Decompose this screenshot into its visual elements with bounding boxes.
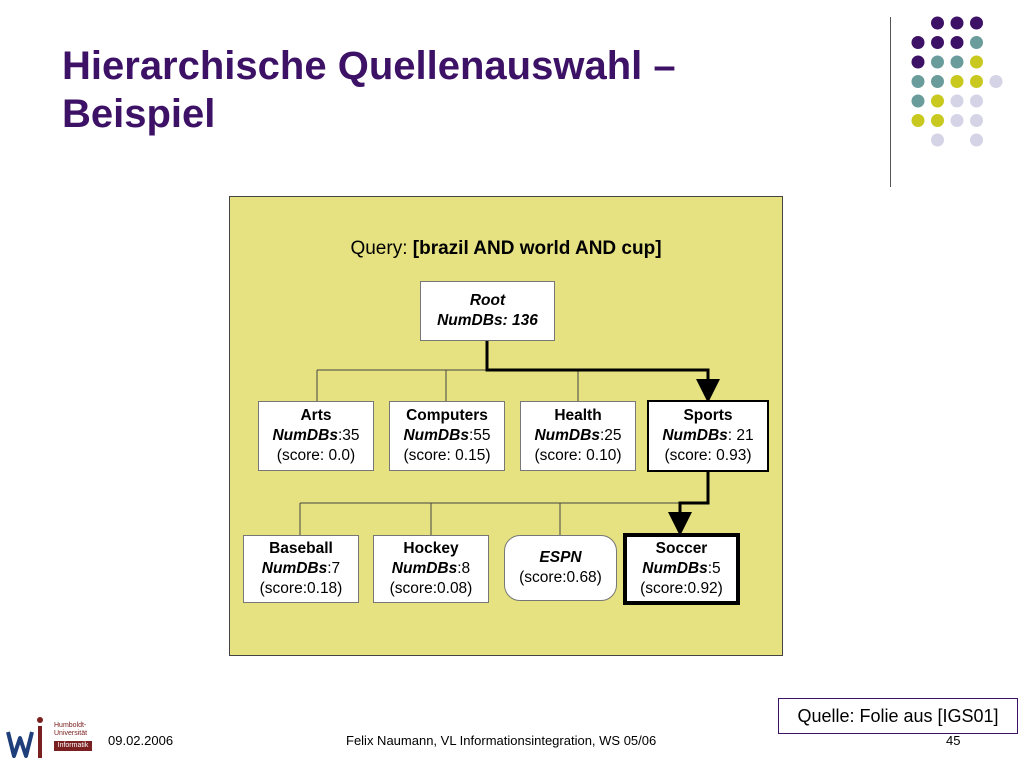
footer-page-number: 45: [946, 733, 961, 748]
node-computers: Computers NumDBs:55 (score: 0.15): [389, 401, 505, 471]
decorative-dot: [911, 36, 925, 49]
node-espn-name: ESPN: [539, 549, 582, 566]
node-sports-score: (score: 0.93): [664, 447, 752, 464]
node-baseball-name: Baseball: [269, 540, 333, 557]
decorative-dot: [911, 75, 925, 88]
node-hockey: Hockey NumDBs:8 (score:0.08): [373, 535, 489, 603]
decorative-dot: [970, 94, 983, 108]
node-hockey-name: Hockey: [403, 540, 459, 557]
node-espn: ESPN (score:0.68): [504, 535, 617, 601]
decorative-dot: [950, 36, 964, 49]
decorative-dot: [970, 16, 983, 30]
decorative-dot: [989, 75, 1003, 88]
logo-line2: Universität: [54, 730, 88, 737]
node-arts: Arts NumDBs:35 (score: 0.0): [258, 401, 374, 471]
logo-line1: Humboldt-: [54, 722, 87, 729]
decorative-dot: [911, 94, 925, 108]
node-baseball-numdbs-label: NumDBs: [261, 560, 328, 577]
node-baseball: Baseball NumDBs:7 (score:0.18): [243, 535, 359, 603]
decorative-dot: [931, 94, 944, 108]
node-computers-score: (score: 0.15): [403, 447, 491, 464]
node-sports: Sports NumDBs: 21 (score: 0.93): [647, 400, 769, 472]
node-health-name: Health: [554, 407, 602, 424]
node-root-name: Root: [469, 292, 506, 309]
node-computers-numdbs-label: NumDBs: [403, 427, 469, 444]
node-baseball-score: (score:0.18): [259, 580, 343, 597]
slide-title-line2: Beispiel: [62, 92, 216, 136]
slide-title: Hierarchische Quellenauswahl – Beispiel: [62, 42, 676, 138]
node-arts-name: Arts: [300, 407, 332, 424]
decorative-dot: [970, 36, 983, 49]
query-label: Query:: [350, 238, 413, 259]
decorative-dot: [931, 16, 944, 30]
node-health-numdbs-label: NumDBs: [534, 427, 600, 444]
node-hockey-numdbs-label: NumDBs: [391, 560, 458, 577]
university-logo-icon: [6, 717, 43, 758]
node-hockey-score: (score:0.08): [389, 580, 473, 597]
decorative-dot: [970, 114, 983, 127]
node-baseball-numdbs-value: :7: [327, 560, 341, 577]
decorative-dot: [950, 114, 964, 127]
decorative-dot: [931, 114, 944, 127]
decorative-dot: [950, 75, 964, 88]
node-sports-numdbs-value: : 21: [727, 427, 754, 444]
node-soccer-name: Soccer: [655, 540, 708, 557]
node-soccer-numdbs-value: :5: [707, 560, 721, 577]
decorative-dot: [950, 55, 964, 69]
node-computers-numdbs-value: :55: [468, 427, 491, 444]
node-soccer-numdbs-label: NumDBs: [642, 560, 708, 577]
decorative-dot-grid: [911, 16, 1003, 147]
node-root-numdbs: NumDBs: 136: [437, 312, 538, 329]
decorative-divider: [890, 17, 891, 187]
query-text: Query: [brazil AND world AND cup]: [229, 238, 783, 260]
source-note: Quelle: Folie aus [IGS01]: [778, 698, 1018, 734]
node-arts-numdbs-label: NumDBs: [272, 427, 338, 444]
decorative-dot: [970, 75, 983, 88]
node-arts-score: (score: 0.0): [276, 447, 356, 464]
node-soccer: Soccer NumDBs:5 (score:0.92): [623, 533, 740, 605]
decorative-dot: [911, 55, 925, 69]
decorative-dot: [931, 75, 944, 88]
node-health-numdbs-value: :25: [599, 427, 622, 444]
decorative-dot: [950, 94, 964, 108]
node-computers-name: Computers: [406, 407, 488, 424]
slide-title-line1: Hierarchische Quellenauswahl –: [62, 44, 676, 88]
decorative-dot: [970, 133, 983, 147]
decorative-dot: [950, 16, 964, 30]
decorative-dot: [931, 133, 944, 147]
node-soccer-score: (score:0.92): [640, 580, 723, 597]
decorative-dot: [931, 55, 944, 69]
node-hockey-numdbs-value: :8: [457, 560, 471, 577]
decorative-dot: [970, 55, 983, 69]
decorative-dot: [931, 36, 944, 49]
logo-badge: Informatik: [54, 741, 92, 751]
node-health-score: (score: 0.10): [534, 447, 622, 464]
node-espn-score: (score:0.68): [519, 569, 602, 586]
decorative-dot: [911, 114, 925, 127]
node-arts-numdbs-value: :35: [337, 427, 360, 444]
node-root: Root NumDBs: 136: [420, 281, 555, 341]
node-sports-numdbs-label: NumDBs: [662, 427, 728, 444]
node-health: Health NumDBs:25 (score: 0.10): [520, 401, 636, 471]
query-value: [brazil AND world AND cup]: [412, 238, 662, 259]
footer-author: Felix Naumann, VL Informationsintegratio…: [346, 733, 657, 748]
node-sports-name: Sports: [683, 407, 733, 424]
footer-date: 09.02.2006: [108, 733, 174, 748]
